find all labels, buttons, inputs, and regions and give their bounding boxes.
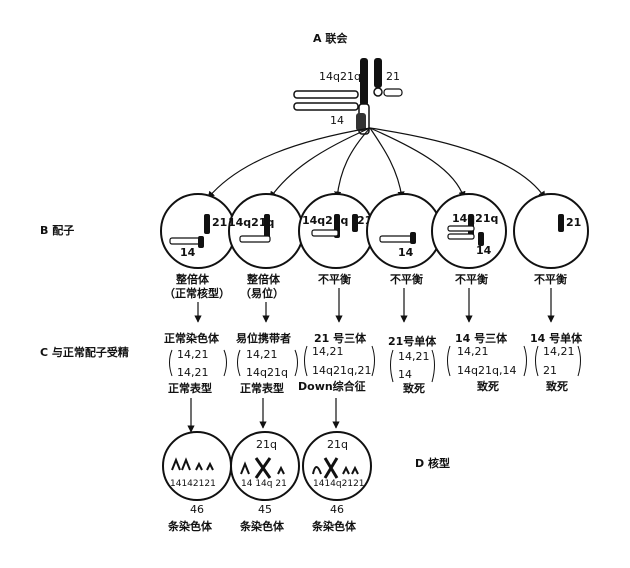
- synapsis-label-14: 14: [330, 114, 344, 127]
- gametes-row: 21 14 14q21q 14q21q 21 14: [160, 193, 589, 269]
- gamete-2-desc1: 整倍体: [246, 272, 281, 286]
- zygote-4-title: 21号单体: [388, 334, 437, 348]
- section-b-label: B 配子: [40, 223, 74, 237]
- gamete-3: 14q21q 21: [298, 193, 374, 269]
- zygote-1-line2: 14,21: [177, 366, 209, 379]
- zygote-5-line2: 14q21q,14: [457, 364, 516, 377]
- synapsis-figure: 14q21q 21 14: [293, 58, 403, 135]
- gamete-1-desc2: （正常核型）: [164, 286, 230, 300]
- karyotype-2: 21q 14 14q 21 45 条染色体: [230, 431, 300, 533]
- zygote-5-result: 致死: [477, 379, 499, 393]
- gamete-2-chrom: 14q21q: [228, 216, 274, 229]
- gamete-5-desc1: 不平衡: [455, 272, 488, 286]
- gamete-6-chrom: 21: [566, 216, 581, 229]
- karyotypes-row: 14142121 46 条染色体 21q 14 14q 21 45 条染色体 2…: [162, 431, 372, 533]
- zygote-4-result: 致死: [403, 381, 425, 395]
- zygote-6-result: 致死: [546, 379, 568, 393]
- zygote-3-line1: 14,21: [312, 345, 344, 358]
- gamete-6-desc1: 不平衡: [534, 272, 567, 286]
- karyotype-1-count: 46: [190, 503, 204, 516]
- karyotype-arrows: [187, 398, 340, 433]
- karyotype-1-labels: 14142121: [170, 479, 216, 489]
- gamete-descriptions: 整倍体 （正常核型） 整倍体 （易位） 不平衡 不平衡 不平衡 不平衡: [164, 272, 567, 300]
- zygote-3-title: 21 号三体: [314, 331, 367, 345]
- gamete-arrows: [207, 127, 546, 199]
- zygote-5-title: 14 号三体: [455, 331, 508, 345]
- synapsis-label-21: 21: [386, 70, 400, 83]
- zygote-2-result: 正常表型: [240, 381, 284, 395]
- karyotype-3-top: 21q: [327, 438, 348, 451]
- synapsis-label-14q21q: 14q21q: [319, 70, 361, 83]
- gamete-1-chrom-21: 21: [212, 216, 227, 229]
- zygote-2-title: 易位携带者: [236, 331, 291, 345]
- gamete-5-chrom2: 14: [476, 244, 492, 257]
- karyotype-2-top: 21q: [256, 438, 277, 451]
- karyotype-2-caption: 条染色体: [239, 519, 285, 533]
- zygote-2-line2: 14q21q: [246, 366, 288, 379]
- section-d-label: D 核型: [415, 456, 450, 470]
- karyotype-3-caption: 条染色体: [311, 519, 357, 533]
- zygote-1-title: 正常染色体: [164, 331, 220, 345]
- gamete-3-chrom: 14q21q: [302, 214, 348, 227]
- karyotype-2-labels: 14 14q 21: [241, 479, 287, 489]
- zygote-arrows: [194, 288, 555, 323]
- karyotype-3: 21q 1414q2121 46 条染色体: [302, 431, 372, 533]
- zygote-6-line2: 21: [543, 364, 557, 377]
- gamete-1: 21 14: [160, 193, 236, 269]
- zygote-5-line1: 14,21: [457, 345, 489, 358]
- gamete-5-chrom: 14q21q: [452, 212, 498, 225]
- gamete-2: 14q21q: [228, 193, 304, 269]
- zygote-6-title: 14 号单体: [530, 331, 583, 345]
- karyotype-3-count: 46: [330, 503, 344, 516]
- zygote-row: 正常染色体 14,21 14,21 正常表型 易位携带者 14,21 14q21…: [164, 331, 583, 395]
- zygote-3-result: Down综合征: [298, 379, 366, 393]
- karyotype-3-labels: 1414q2121: [313, 479, 365, 489]
- zygote-4-line2: 14: [398, 368, 412, 381]
- zygote-6-line1: 14,21: [543, 345, 575, 358]
- gamete-5: 14q21q 14: [431, 193, 507, 269]
- gamete-6: 21: [513, 193, 589, 269]
- section-a-label: A 联会: [313, 31, 348, 45]
- zygote-1-result: 正常表型: [168, 381, 212, 395]
- zygote-1-line1: 14,21: [177, 348, 209, 361]
- gamete-3-desc1: 不平衡: [318, 272, 351, 286]
- gamete-4-chrom: 14: [398, 246, 414, 259]
- gamete-1-chrom-14: 14: [180, 246, 196, 259]
- gamete-1-desc1: 整倍体: [175, 272, 210, 286]
- gamete-2-desc2: （易位）: [240, 286, 284, 300]
- zygote-3-line2: 14q21q,21: [312, 364, 371, 377]
- zygote-2-line1: 14,21: [246, 348, 278, 361]
- zygote-4-line1: 14,21: [398, 350, 430, 363]
- karyotype-1: 14142121 46 条染色体: [162, 431, 232, 533]
- section-c-label: C 与正常配子受精: [40, 345, 129, 359]
- gamete-4-desc1: 不平衡: [390, 272, 423, 286]
- gamete-4: 14: [366, 193, 442, 269]
- karyotype-2-count: 45: [258, 503, 272, 516]
- karyotype-1-caption: 条染色体: [167, 519, 213, 533]
